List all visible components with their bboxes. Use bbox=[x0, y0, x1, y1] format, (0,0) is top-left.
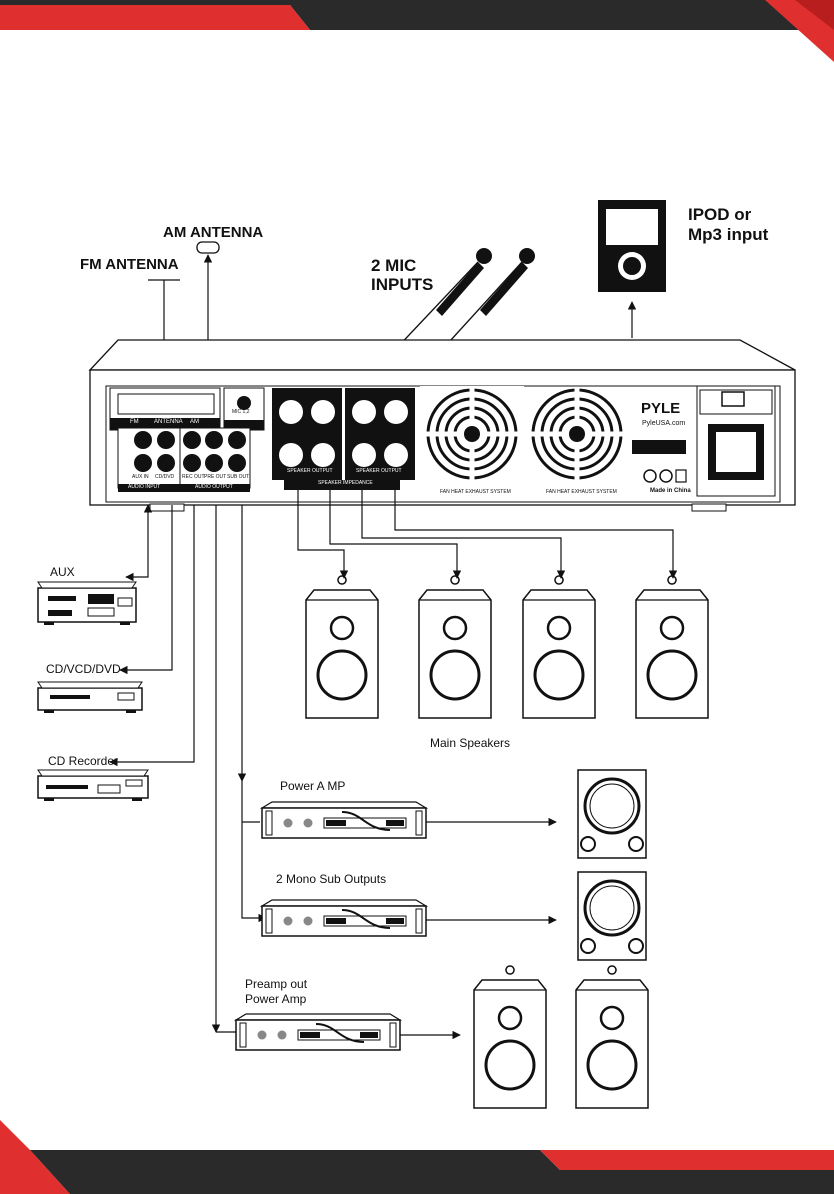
subwoofers bbox=[576, 768, 648, 962]
aux-device bbox=[37, 581, 137, 625]
panel-fan-a-label: FAN HEAT EXHAUST SYSTEM bbox=[440, 489, 511, 495]
output-cables bbox=[211, 505, 267, 1033]
panel-mic-label: MIC 1,2 bbox=[232, 409, 250, 415]
panel-pre-out-label: PRE OUT bbox=[204, 474, 227, 480]
mic-inputs-label-line1: 2 MIC bbox=[371, 256, 417, 275]
microphones bbox=[392, 248, 535, 353]
panel-fm-label: FM bbox=[130, 419, 139, 425]
panel-speaker-impedance-label: SPEAKER IMPEDANCE bbox=[318, 480, 373, 486]
power-amps bbox=[235, 801, 557, 1051]
preamp-label-line2: Power Amp bbox=[245, 992, 307, 1006]
preamp-label-line1: Preamp out bbox=[245, 977, 308, 991]
cd-vcd-dvd-label: CD/VCD/DVD bbox=[46, 662, 121, 676]
panel-am-label: AM bbox=[190, 419, 199, 425]
input-cables bbox=[109, 504, 195, 767]
panel-audio-input-label: AUDIO INPUT bbox=[128, 484, 161, 490]
ipod-device bbox=[598, 200, 666, 338]
panel-rec-out-label: REC OUT bbox=[182, 474, 205, 480]
mono-sub-outputs-label: 2 Mono Sub Outputs bbox=[276, 872, 387, 886]
panel-antenna-label: ANTENNA bbox=[154, 419, 183, 425]
cd-recorder-label: CD Recorder bbox=[48, 754, 119, 768]
panel-fan-b-label: FAN HEAT EXHAUST SYSTEM bbox=[546, 489, 617, 495]
main-speakers-label: Main Speakers bbox=[430, 736, 511, 750]
mic-inputs-label-line2: INPUTS bbox=[371, 275, 434, 294]
power-amp-label: Power A MP bbox=[280, 779, 346, 793]
am-antenna-label: AM ANTENNA bbox=[163, 224, 264, 241]
bottom-banner bbox=[0, 1120, 834, 1194]
amplifier-chassis bbox=[88, 339, 796, 512]
made-in-label: Made in China bbox=[650, 488, 691, 494]
panel-speaker-output-a-label: SPEAKER OUTPUT bbox=[287, 468, 333, 474]
top-banner bbox=[0, 0, 834, 62]
brand-website: PyleUSA.com bbox=[642, 420, 686, 427]
cd-recorder-device bbox=[37, 769, 149, 801]
panel-audio-output-label: AUDIO OUTPUT bbox=[195, 484, 233, 490]
speaker-cables bbox=[297, 490, 678, 579]
panel-sub-out-label: SUB OUT bbox=[227, 474, 250, 480]
aux-label: AUX bbox=[50, 565, 75, 579]
cd-vcd-dvd-device bbox=[37, 681, 143, 713]
fm-antenna-label: FM ANTENNA bbox=[80, 256, 179, 273]
panel-speaker-output-b-label: SPEAKER OUTPUT bbox=[356, 468, 402, 474]
panel-aux-in-label: AUX IN bbox=[132, 474, 149, 480]
ipod-label-line1: IPOD or bbox=[688, 205, 752, 224]
ipod-label-line2: Mp3 input bbox=[688, 225, 769, 244]
panel-cd-dvd-label: CD/DVD bbox=[155, 474, 175, 480]
main-speakers bbox=[304, 574, 710, 720]
brand-logo-text: PYLE bbox=[641, 400, 681, 417]
preamp-speakers bbox=[472, 964, 650, 1110]
